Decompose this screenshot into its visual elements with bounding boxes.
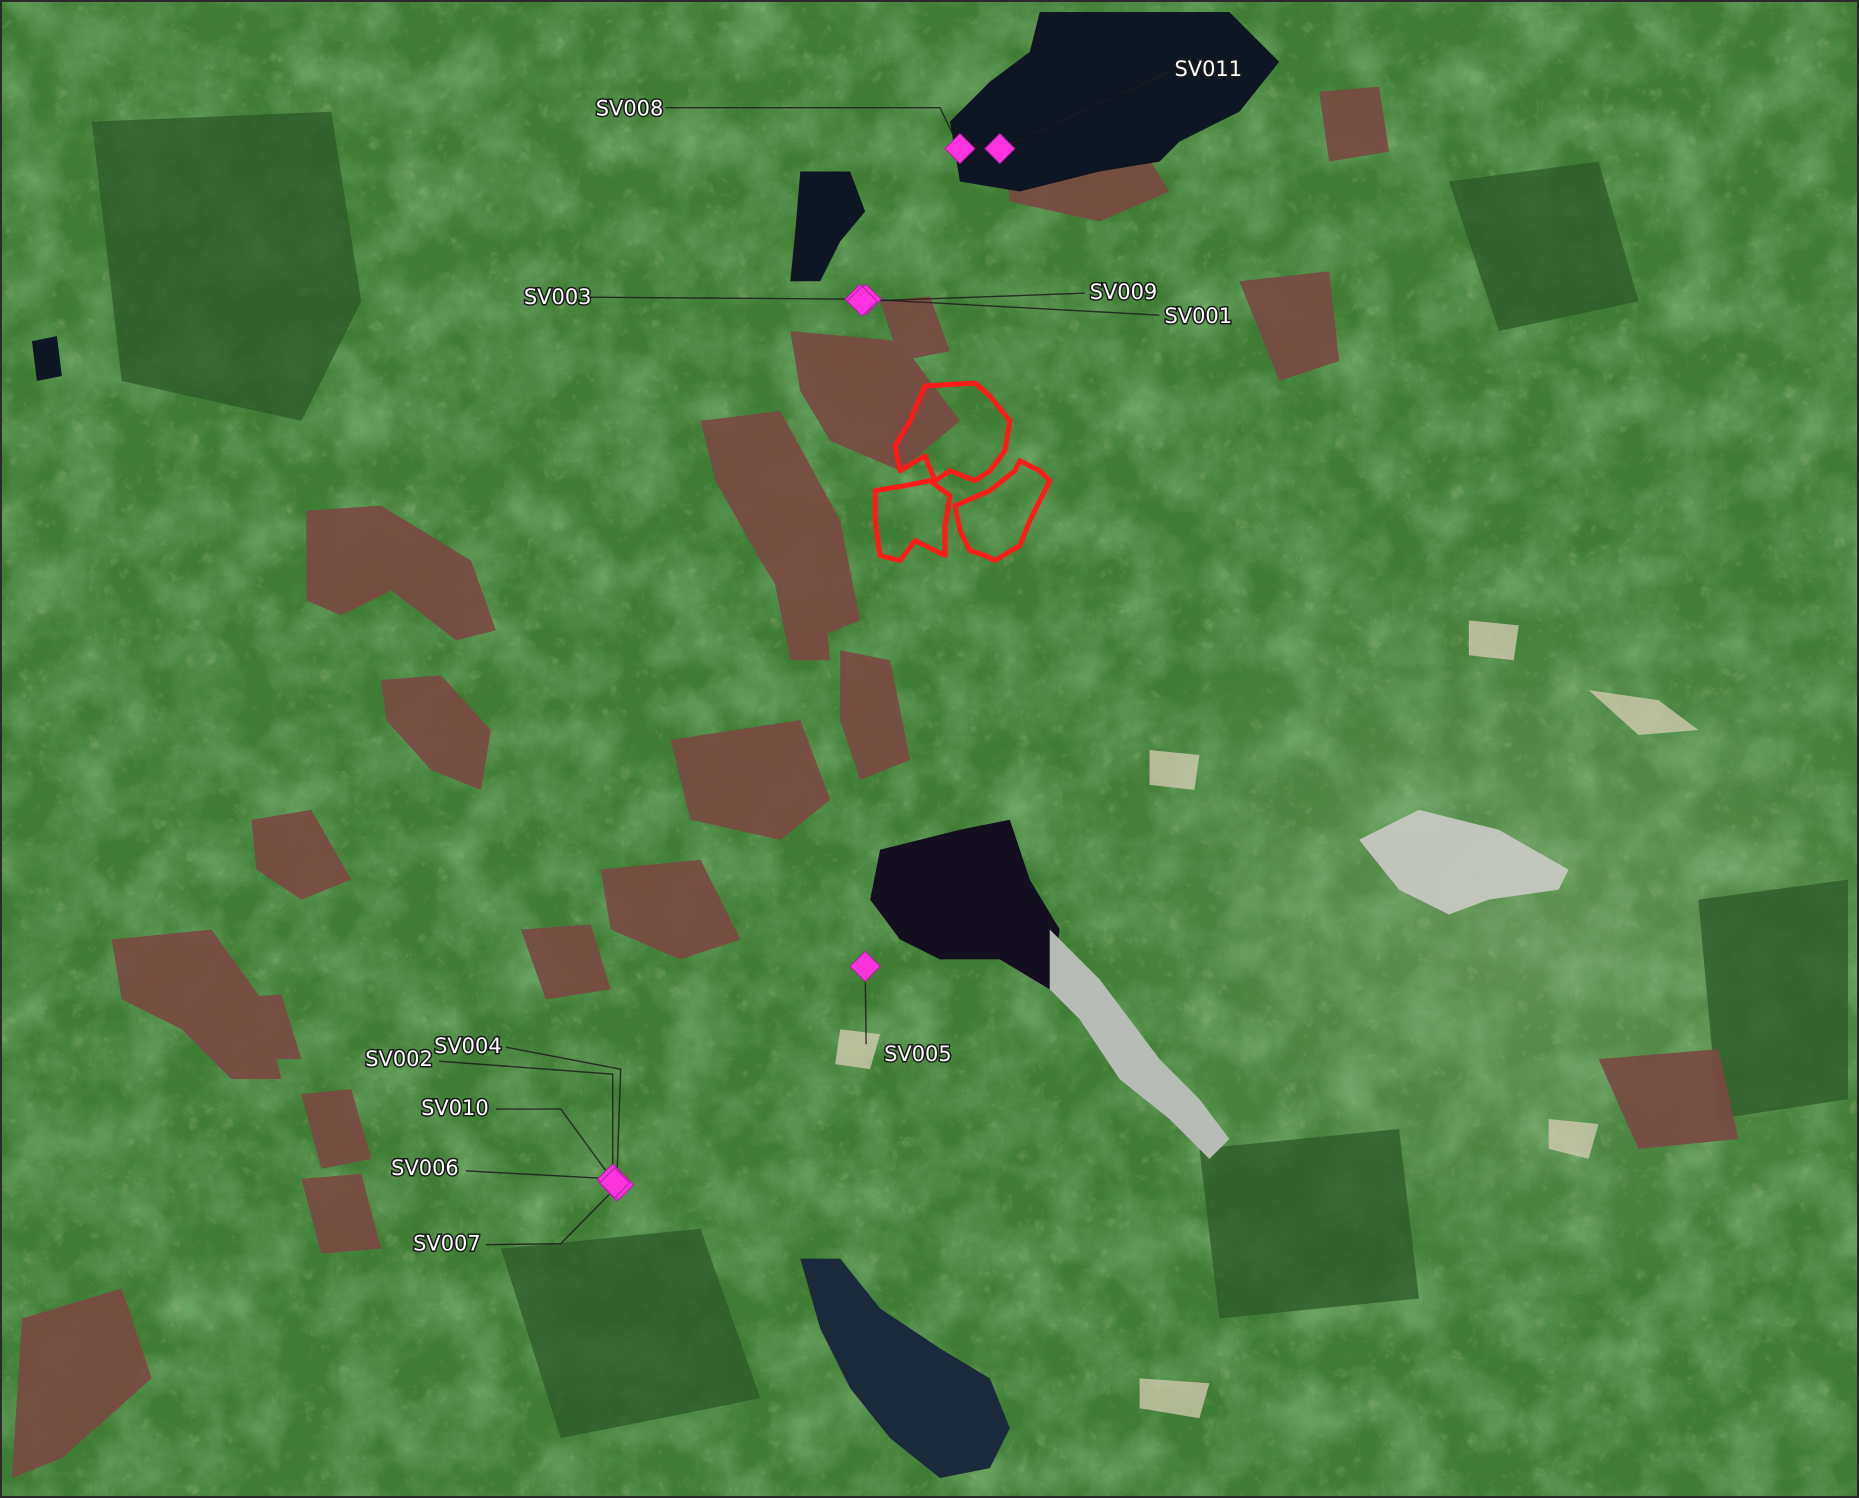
diamond-marker-icon[interactable] xyxy=(944,132,976,165)
lake-south xyxy=(800,1258,1010,1479)
leader-line-sv004 xyxy=(505,1046,622,1186)
leader-line-sv008 xyxy=(665,107,961,149)
site-label-sv001[interactable]: SV001 xyxy=(1163,303,1234,330)
lake-west-small xyxy=(31,336,62,381)
site-label-sv010[interactable]: SV010 xyxy=(420,1095,491,1122)
site-label-sv002[interactable]: SV002 xyxy=(364,1046,435,1073)
site-label-sv006[interactable]: SV006 xyxy=(390,1154,461,1181)
leader-line-sv001 xyxy=(866,298,1160,316)
leader-line-sv003 xyxy=(590,296,861,300)
site-label-sv005[interactable]: SV005 xyxy=(883,1041,954,1068)
leader-line-sv009 xyxy=(862,292,1085,302)
boundary-north xyxy=(892,380,1013,484)
diamond-marker-icon[interactable] xyxy=(984,132,1016,165)
leader-line-sv002 xyxy=(439,1060,614,1181)
site-markers xyxy=(597,132,1016,1202)
lake-north xyxy=(949,11,1280,192)
bare-ground-patches xyxy=(835,620,1699,1419)
site-label-sv007[interactable]: SV007 xyxy=(412,1230,483,1257)
leader-line-sv010 xyxy=(495,1108,616,1184)
leader-line-sv007 xyxy=(485,1184,620,1246)
site-label-sv003[interactable]: SV003 xyxy=(522,284,593,311)
dark-vegetation-patches xyxy=(91,111,1849,1439)
water-bodies xyxy=(31,11,1280,1479)
site-label-sv011[interactable]: SV011 xyxy=(1173,55,1244,82)
leader-line-sv006 xyxy=(465,1170,613,1180)
diamond-marker-icon[interactable] xyxy=(599,1167,631,1199)
diamond-marker-icon[interactable] xyxy=(849,950,881,983)
boundary-east xyxy=(952,458,1053,563)
lake-small-north xyxy=(790,171,866,282)
lake-central xyxy=(870,819,1060,990)
boundary-west xyxy=(872,478,953,563)
study-area-boundary xyxy=(872,380,1053,563)
label-leader-lines xyxy=(439,71,1170,1246)
diamond-marker-icon[interactable] xyxy=(846,285,878,317)
site-label-sv008[interactable]: SV008 xyxy=(594,95,665,122)
site-label-sv004[interactable]: SV004 xyxy=(433,1033,504,1060)
lake-central-tail xyxy=(1049,929,1230,1159)
leader-line-sv011 xyxy=(999,71,1170,150)
pale-flat-east xyxy=(1359,809,1569,915)
peat-bogs xyxy=(11,86,1739,1479)
site-label-sv009[interactable]: SV009 xyxy=(1088,279,1159,306)
